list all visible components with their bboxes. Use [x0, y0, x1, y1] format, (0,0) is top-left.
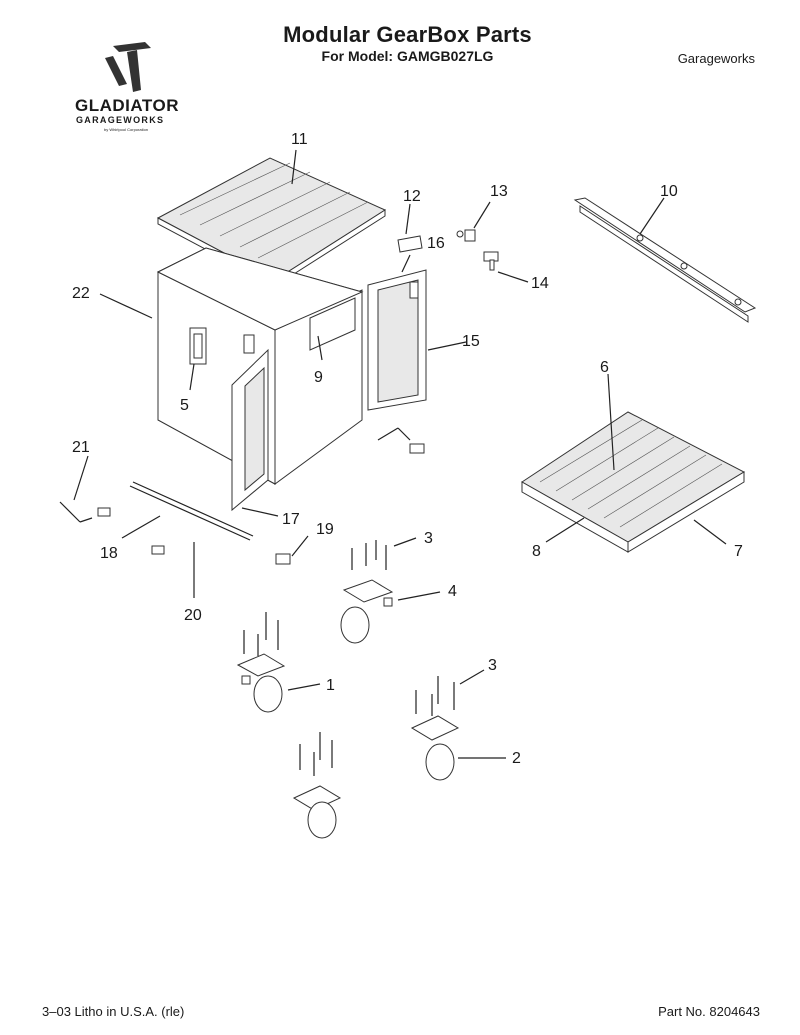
callout-11: 11: [291, 131, 308, 148]
callout-20: 20: [184, 607, 202, 624]
callout-10: 10: [660, 183, 678, 200]
callout-4: 4: [448, 583, 457, 600]
logo-tagline: by Whirlpool Corporation: [104, 127, 149, 132]
callout-8: 8: [532, 543, 541, 560]
callout-2: 2: [512, 750, 521, 767]
callout-17: 17: [282, 511, 300, 528]
callout-numbers: 1 2 3 3 4 5 6 7 8 9 10 11 12 13 14 15 16…: [72, 131, 743, 767]
callout-12: 12: [403, 188, 421, 205]
logo-wordmark: GLADIATOR: [75, 96, 179, 115]
callout-9: 9: [314, 369, 323, 386]
caster-part: [410, 676, 460, 781]
callout-19: 19: [316, 521, 334, 538]
callout-15: 15: [462, 333, 480, 350]
callout-1: 1: [326, 677, 335, 694]
callout-18: 18: [100, 545, 118, 562]
drawer-tray-part: [521, 411, 746, 553]
label-plate-part: [397, 235, 423, 253]
leader-lines: [73, 149, 727, 759]
door-bolt-part: [377, 427, 425, 454]
callout-3: 3: [424, 530, 433, 547]
callout-7: 7: [734, 543, 743, 560]
logo-submark: GARAGEWORKS: [76, 115, 165, 125]
callout-13: 13: [490, 183, 508, 200]
callout-5: 5: [180, 397, 189, 414]
part-number-footer: Part No. 8204643: [658, 1004, 760, 1019]
callout-16: 16: [427, 235, 445, 252]
callout-21: 21: [72, 439, 90, 456]
callout-3b: 3: [488, 657, 497, 674]
caster-part: [236, 612, 286, 713]
caster-part: [292, 732, 342, 839]
drawer-slide-part: [573, 197, 757, 323]
callout-14: 14: [531, 275, 549, 292]
litho-footer: 3–03 Litho in U.S.A. (rle): [42, 1004, 185, 1019]
callout-22: 22: [72, 285, 90, 302]
callout-6: 6: [600, 359, 609, 376]
brand-label: Garageworks: [677, 51, 755, 66]
lock-part: [456, 229, 499, 271]
caster-part: [340, 540, 394, 644]
gladiator-logo-icon: [105, 42, 151, 92]
page-title: Modular GearBox Parts: [283, 22, 532, 47]
handle-bar-part: [59, 481, 291, 565]
right-door-part: [367, 269, 427, 411]
left-door-part: [231, 348, 269, 512]
model-subtitle: For Model: GAMGB027LG: [321, 48, 494, 64]
